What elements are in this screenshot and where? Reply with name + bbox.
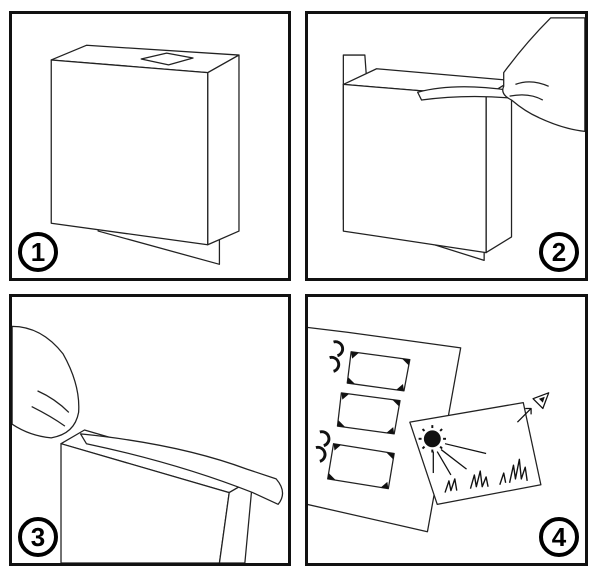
step-4-number: 4 [539, 517, 579, 557]
sun-icon [418, 425, 487, 476]
instant-film-pack-icon [50, 44, 240, 265]
pull-strip-icon [12, 325, 284, 563]
step-1-panel: 1 [9, 11, 291, 281]
step-1-number: 1 [18, 232, 58, 272]
step-2-panel: 2 [305, 11, 588, 281]
step-3-number: 3 [18, 517, 58, 557]
peel-tab-icon [342, 17, 585, 262]
photo-album-icon [308, 326, 550, 533]
step-3-panel: 3 [9, 294, 291, 566]
step-2-number: 2 [539, 232, 579, 272]
step-4-panel: 4 [305, 294, 588, 566]
